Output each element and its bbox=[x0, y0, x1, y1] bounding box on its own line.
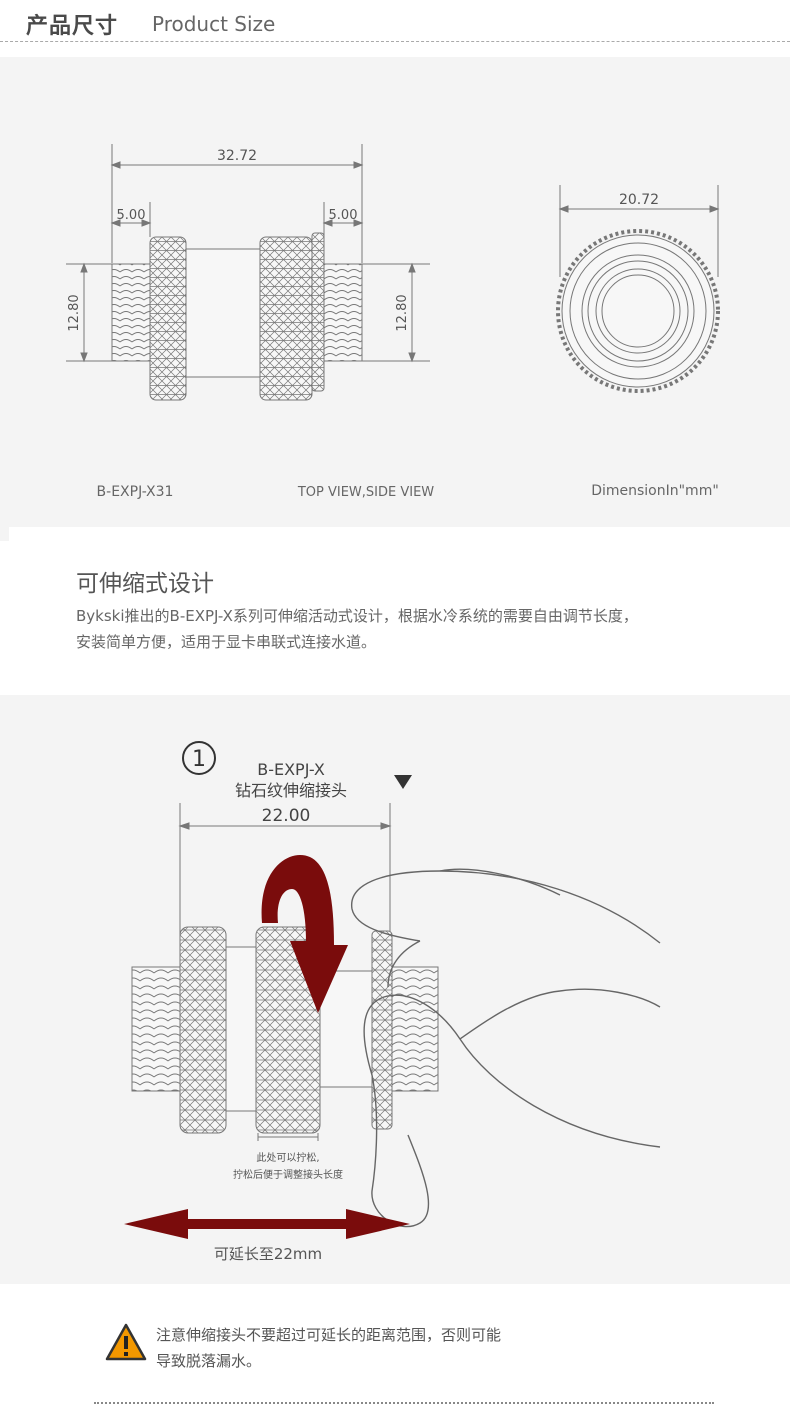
extend-arrow-icon bbox=[124, 1209, 410, 1239]
dim-right: 5.00 bbox=[329, 208, 358, 223]
section-line-2: 安装简单方便，适用于显卡串联式连接水道。 bbox=[76, 633, 377, 651]
product-name: 钻石纹伸缩接头 bbox=[235, 781, 347, 800]
width-dimension bbox=[178, 803, 392, 935]
down-triangle-icon bbox=[394, 775, 412, 789]
dimension-drawing: 32.72 5.00 5.00 12.80 12.80 20.72 B-EXPJ… bbox=[66, 144, 720, 500]
section-description: Bykski推出的B-EXPJ-X系列可伸缩活动式设计，根据水冷系统的需要自由调… bbox=[76, 603, 776, 655]
header-title-en: Product Size bbox=[152, 12, 276, 36]
warning-line-1: 注意伸缩接头不要超过可延长的距离范围，否则可能 bbox=[156, 1326, 502, 1344]
bottom-divider bbox=[94, 1402, 714, 1404]
step-circle bbox=[182, 741, 216, 775]
header-title-cn: 产品尺寸 bbox=[26, 14, 119, 39]
warning-icon bbox=[105, 1323, 147, 1361]
note-line-2: 拧松后便于调整接头长度 bbox=[233, 1168, 343, 1181]
caption-units: DimensionIn"mm" bbox=[591, 483, 719, 499]
step-number: 1 bbox=[192, 747, 206, 772]
header-divider bbox=[0, 41, 790, 42]
side-view bbox=[66, 144, 430, 401]
caption-views: TOP VIEW,SIDE VIEW bbox=[297, 485, 434, 500]
header: 产品尺寸 Product Size bbox=[0, 0, 790, 42]
model-label: B-EXPJ-X bbox=[257, 760, 325, 779]
usage-drawing: 1 B-EXPJ-X 钻石纹伸缩接头 22.00 此处可以拧松, 拧松后便于调整… bbox=[124, 741, 661, 1263]
panel-edge bbox=[0, 527, 9, 541]
dim-height-left: 12.80 bbox=[67, 294, 82, 331]
top-view bbox=[556, 185, 720, 393]
section-line-1: Bykski推出的B-EXPJ-X系列可伸缩活动式设计，根据水冷系统的需要自由调… bbox=[76, 607, 638, 625]
dim-left: 5.00 bbox=[117, 208, 146, 223]
caption-model: B-EXPJ-X31 bbox=[97, 484, 174, 500]
width-value: 22.00 bbox=[262, 806, 311, 826]
dim-total: 32.72 bbox=[217, 148, 257, 164]
fitting-drawing bbox=[131, 926, 439, 1141]
section-title: 可伸缩式设计 bbox=[76, 571, 214, 597]
warning-text: 注意伸缩接头不要超过可延长的距离范围，否则可能 导致脱落漏水。 bbox=[156, 1322, 576, 1374]
dim-height-right: 12.80 bbox=[395, 294, 410, 331]
warning-line-2: 导致脱落漏水。 bbox=[156, 1352, 262, 1370]
rotate-arrow-icon bbox=[261, 855, 348, 1013]
note-line-1: 此处可以拧松, bbox=[256, 1151, 319, 1164]
dim-diameter: 20.72 bbox=[619, 192, 659, 208]
extend-label: 可延长至22mm bbox=[214, 1245, 322, 1263]
